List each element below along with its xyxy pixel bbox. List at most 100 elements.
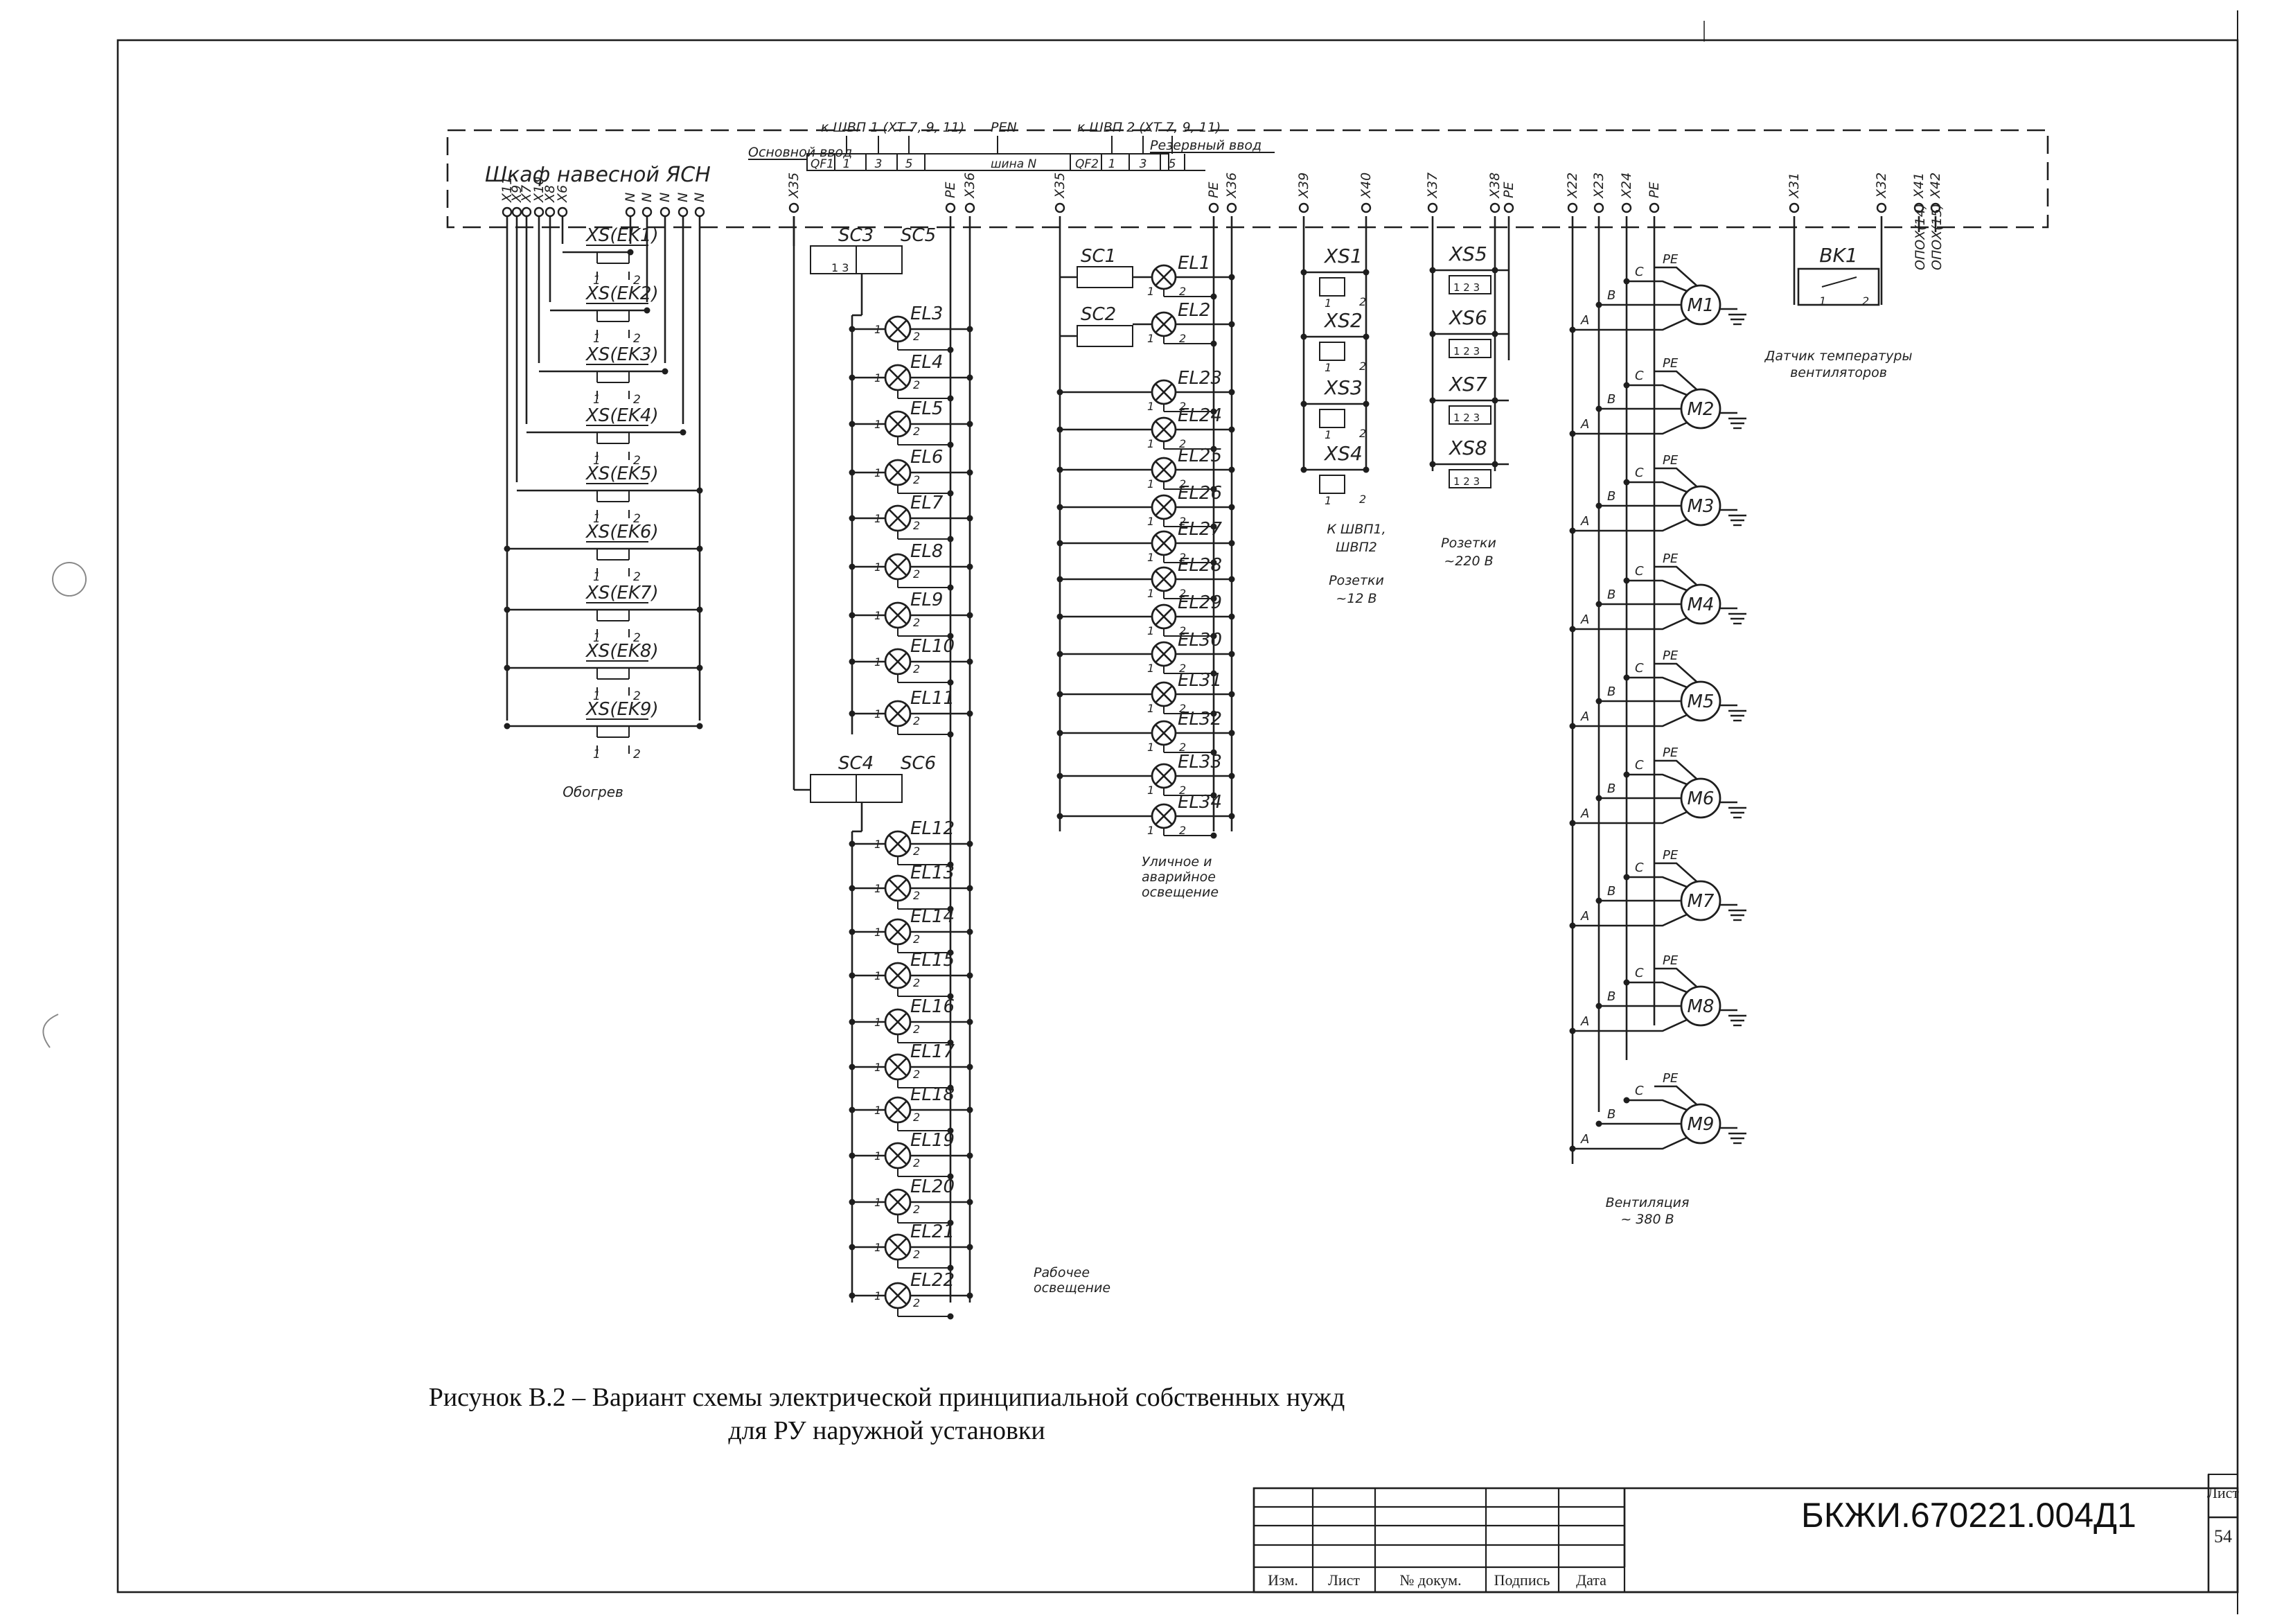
lamp-label: EL11 bbox=[910, 688, 955, 709]
junction-dot bbox=[849, 928, 856, 935]
pin-label: 2 bbox=[913, 976, 920, 989]
lamp-label: EL23 bbox=[1178, 368, 1222, 389]
sockets220-terminal-label: X38 bbox=[1487, 173, 1503, 199]
junction-dot bbox=[1210, 792, 1217, 799]
to-shvp1-label: к ШВП 1 (XT 7, 9, 11) bbox=[821, 120, 964, 135]
junction-dot bbox=[1569, 626, 1576, 633]
junction-dot bbox=[849, 710, 856, 717]
junction-dot bbox=[1569, 430, 1576, 437]
phase-label: B bbox=[1607, 392, 1615, 407]
junction-dot bbox=[1210, 559, 1217, 566]
socket-body bbox=[1319, 475, 1345, 494]
junction-dot bbox=[1623, 479, 1630, 486]
motor-pe bbox=[1654, 1085, 1697, 1105]
sensor-terminal-label: X41 bbox=[1911, 173, 1927, 199]
motor-phase-a bbox=[1573, 317, 1688, 331]
socket-label: XS8 bbox=[1448, 436, 1487, 459]
pin-label: 2 bbox=[913, 330, 920, 343]
phase-label: B bbox=[1607, 288, 1615, 303]
sensor-terminal bbox=[1930, 202, 1941, 213]
pin-label: 2 bbox=[913, 1248, 920, 1261]
vent-terminal-label: X24 bbox=[1619, 173, 1634, 199]
heater-label: XS(EK6) bbox=[585, 522, 659, 542]
working-terminal-label: PE bbox=[943, 182, 958, 198]
junction-dot bbox=[849, 1063, 856, 1070]
heating-terminal bbox=[502, 206, 513, 218]
phase-label: PE bbox=[1663, 252, 1679, 267]
working-terminal-label: X35 bbox=[786, 173, 802, 199]
phase-label: C bbox=[1635, 966, 1644, 980]
pin-label: 2 bbox=[1179, 587, 1186, 600]
junction-dot bbox=[966, 928, 973, 935]
junction-dot bbox=[966, 421, 973, 427]
pin-label: 2 bbox=[913, 378, 920, 391]
pin-label: 1 bbox=[1325, 494, 1331, 507]
pin-label: 2 bbox=[1179, 662, 1186, 675]
lamp-cross bbox=[888, 319, 908, 339]
junction-dot bbox=[1491, 330, 1498, 337]
phase-label: A bbox=[1580, 1132, 1589, 1147]
junction-dot bbox=[1300, 400, 1307, 407]
vent-terminal-label: PE bbox=[1647, 182, 1662, 198]
heating-terminal-label: X6 bbox=[555, 185, 570, 203]
junction-dot bbox=[1569, 922, 1576, 929]
sensor-terminal bbox=[1789, 202, 1800, 213]
phase-label: B bbox=[1607, 782, 1615, 796]
sockets220-label: Розетки bbox=[1441, 536, 1496, 551]
switch-label: SC1 bbox=[1081, 246, 1116, 267]
junction-dot bbox=[1595, 897, 1602, 904]
pin-label: 1 2 3 bbox=[1453, 345, 1480, 358]
junction-dot bbox=[947, 1219, 954, 1226]
motor-phase-c bbox=[1627, 981, 1688, 994]
junction-dot bbox=[849, 421, 856, 427]
junction-dot bbox=[1300, 466, 1307, 473]
pin-label: 1 bbox=[593, 748, 601, 761]
vent-terminal bbox=[1567, 202, 1578, 213]
lamp-cross bbox=[1155, 807, 1173, 825]
pin-label: 1 bbox=[1147, 784, 1154, 797]
sockets220-terminal bbox=[1427, 202, 1438, 213]
junction-dot bbox=[849, 326, 856, 333]
ground-icon bbox=[1728, 417, 1746, 430]
vent-terminal bbox=[1593, 202, 1604, 213]
motor-phase-a bbox=[1573, 421, 1688, 435]
lamp-label: EL31 bbox=[1178, 670, 1222, 691]
pin-label: 1 bbox=[593, 689, 601, 703]
lamp-label: EL8 bbox=[910, 541, 943, 562]
lamp-symbol bbox=[1151, 416, 1177, 443]
lamp-label: EL2 bbox=[1178, 300, 1210, 321]
sockets220-terminal-label: X37 bbox=[1425, 173, 1440, 199]
sensor-group-label: Датчик температуры bbox=[1764, 348, 1913, 364]
lamp-cross bbox=[888, 1146, 908, 1165]
junction-dot bbox=[947, 633, 954, 639]
junction-dot bbox=[696, 545, 703, 552]
lamp-symbol bbox=[884, 553, 912, 581]
junction-dot bbox=[849, 612, 856, 619]
socket-body bbox=[1449, 275, 1491, 294]
heating-terminal-label: N bbox=[692, 193, 707, 202]
pin-label: 2 bbox=[913, 1203, 920, 1216]
sensor-terminal bbox=[1913, 202, 1924, 213]
junction-dot bbox=[947, 584, 954, 591]
lamp-cross bbox=[888, 1057, 908, 1077]
heater-label: XS(EK9) bbox=[585, 699, 659, 720]
junction-dot bbox=[1210, 670, 1217, 677]
lamp-symbol bbox=[1151, 720, 1177, 746]
socket-label: XS6 bbox=[1448, 306, 1487, 329]
junction-dot bbox=[1210, 832, 1217, 839]
pin-label: 2 bbox=[1179, 784, 1186, 797]
pin-label: 1 bbox=[1147, 332, 1154, 345]
junction-dot bbox=[1363, 400, 1370, 407]
junction-dot bbox=[1569, 1145, 1576, 1152]
sockets220-terminal bbox=[1503, 202, 1514, 213]
